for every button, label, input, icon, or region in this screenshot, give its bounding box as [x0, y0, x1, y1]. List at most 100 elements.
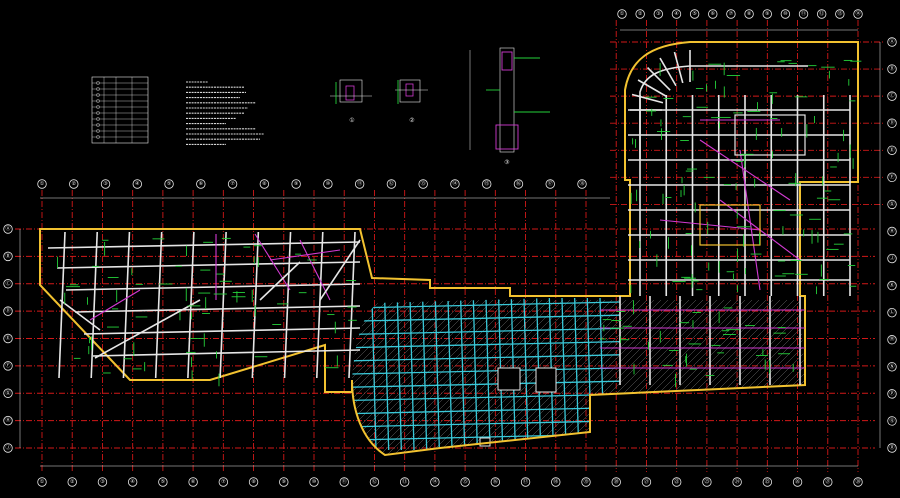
axis-bubble: ⑪ [339, 477, 349, 487]
axis-bubble: ③ [97, 477, 108, 487]
axis-bubble: ⑳ [611, 477, 621, 487]
axis-bubble: ⑭ [450, 179, 460, 189]
axis-label: ⑪ [357, 180, 362, 187]
axis-label: ⑭ [432, 478, 437, 485]
axis-label: Ⓚ [889, 282, 894, 289]
axis-bubble: ⑫ [386, 179, 397, 189]
axis-label: ⑥ [199, 181, 204, 187]
axis-bubble: Ⓑ [3, 251, 13, 262]
axis-label: ⑥ [711, 11, 716, 17]
general-notes [186, 81, 264, 145]
axis-label: ⑭ [452, 180, 457, 187]
section-detail-3: ③ [469, 47, 550, 166]
axis-label: ⑥ [191, 479, 196, 485]
axis-bubble: ⑯ [490, 477, 501, 487]
axis-label: ⑮ [463, 478, 468, 485]
axis-label: Ⓑ [5, 252, 10, 259]
rebar-schedule-table [91, 76, 149, 144]
axis-label: ㉖ [795, 478, 800, 485]
axis-bubble: ⑬ [835, 9, 845, 19]
axis-label: Ⓓ [889, 119, 894, 126]
axis-label: ㉗ [825, 478, 830, 485]
axis-bubble: Ⓑ [887, 64, 897, 74]
axis-bubble: ⑥ [196, 179, 206, 189]
axis-bubble: ④ [671, 9, 682, 19]
axis-bubble: ③ [653, 9, 664, 19]
axis-bubble: ㉘ [853, 477, 863, 487]
detail-3-label: ③ [504, 159, 509, 166]
axis-bubble: ⑫ [816, 9, 827, 19]
axis-label: ⑤ [167, 181, 172, 187]
axis-bubble: ⑬ [399, 477, 410, 487]
axis-bubble: ㉔ [732, 477, 742, 487]
axis-label: ⑬ [421, 180, 426, 187]
axis-label: ⑱ [553, 478, 558, 485]
axis-label: Ⓗ [889, 227, 894, 234]
axis-bubble: ⑧ [248, 477, 259, 487]
axis-bubble: Ⓐ [887, 37, 897, 47]
axis-label: ⑦ [230, 181, 235, 187]
axis-bubble: ⑪ [354, 179, 365, 189]
axis-bubble: ⑪ [798, 9, 809, 19]
axis-label: ② [638, 11, 643, 17]
beam-layout [47, 50, 851, 385]
axis-label: ④ [130, 479, 135, 485]
axis-bubble: Ⓕ [3, 361, 13, 371]
axis-label: ㉕ [765, 478, 770, 485]
axis-bubble: ⑮ [460, 477, 470, 487]
axis-bubble: ⑮ [482, 179, 492, 189]
axis-bubble: ⑬ [418, 179, 428, 189]
section-detail-2: ② [395, 79, 428, 124]
axis-label: Ⓙ [5, 444, 10, 451]
axis-bubble: Ⓓ [887, 118, 897, 128]
axis-bubble: Ⓔ [887, 145, 897, 155]
axis-bubble: ⑥ [708, 9, 718, 19]
axis-bubble: ⑤ [164, 179, 174, 189]
axis-bubble: Ⓕ [887, 172, 897, 183]
axis-label: ⑩ [326, 181, 331, 187]
axis-label: Ⓖ [889, 200, 894, 207]
axis-label: ⑩ [783, 11, 788, 17]
axis-bubble: ⑧ [259, 179, 270, 189]
axis-bubble: ⑭ [853, 9, 863, 19]
axis-bubble: Ⓙ [3, 443, 13, 453]
axis-bubble: ⑩ [780, 9, 791, 19]
axis-label: ⑬ [402, 478, 407, 485]
axis-bubble: ② [69, 179, 79, 189]
axis-label: ⑫ [389, 180, 394, 187]
axis-label: Ⓠ [889, 417, 894, 424]
axis-bubble: ⑤ [158, 477, 168, 487]
axis-bubble: Ⓚ [887, 280, 897, 291]
section-detail-1: ① [330, 79, 372, 124]
axis-label: Ⓙ [889, 255, 894, 262]
axis-bubble: Ⓔ [3, 333, 13, 344]
axis-label: Ⓐ [5, 225, 10, 232]
building-outline [39, 41, 859, 457]
detail-1-label: ① [349, 117, 354, 124]
axis-label: Ⓡ [889, 444, 894, 451]
axis-bubble: Ⓡ [887, 443, 897, 453]
axis-label: ㉔ [735, 478, 740, 485]
axis-label: ⑪ [801, 10, 806, 17]
axis-bubble: ㉑ [641, 477, 652, 487]
axis-bubble: ⑦ [218, 477, 229, 487]
axis-label: Ⓜ [889, 336, 894, 343]
axis-bubble: ⑧ [744, 9, 754, 19]
axis-label: Ⓔ [5, 335, 10, 342]
axis-label: Ⓒ [5, 280, 10, 287]
axis-label: ⑦ [729, 11, 734, 17]
axis-label: ⑲ [583, 478, 588, 485]
axis-bubble: ⑨ [762, 9, 772, 19]
axis-bubble: ⑤ [689, 9, 700, 19]
axis-label: ④ [135, 181, 140, 187]
axis-label: ⑰ [548, 180, 553, 187]
axis-bubble: ㉒ [671, 477, 682, 487]
axis-bubble: Ⓐ [3, 224, 13, 234]
axis-label: ① [40, 479, 45, 485]
axis-bubble: Ⓠ [887, 416, 897, 426]
axis-bubble: ① [37, 179, 47, 189]
axis-label: ⑳ [614, 478, 619, 485]
detail-2-label: ② [409, 117, 414, 124]
axis-label: ⑨ [294, 181, 299, 187]
